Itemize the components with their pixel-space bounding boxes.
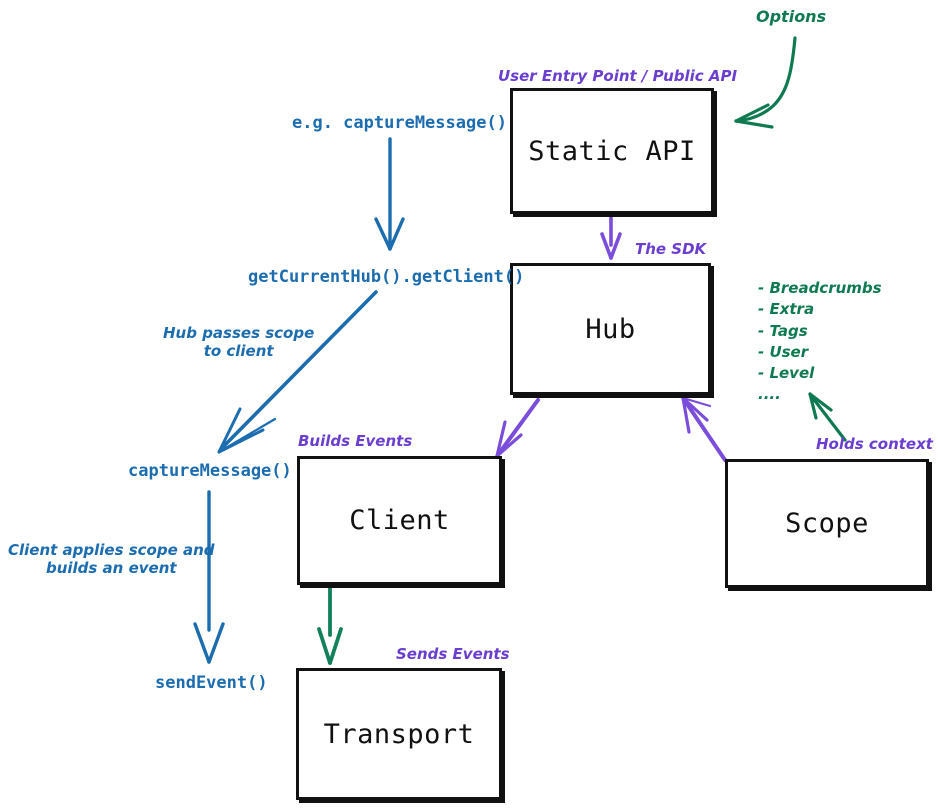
label-sends-events: Sends Events bbox=[396, 645, 510, 663]
node-transport[interactable]: Transport bbox=[296, 668, 502, 800]
label-hub-passes-scope-line2: to client bbox=[203, 341, 274, 360]
context-item-tags: - Tags bbox=[758, 321, 808, 340]
scope-context-list: - Breadcrumbs - Extra - Tags - User - Le… bbox=[758, 278, 882, 406]
node-scope[interactable]: Scope bbox=[725, 459, 929, 588]
label-get-current-hub: getCurrentHub().getClient() bbox=[248, 267, 525, 287]
context-item-extra: - Extra bbox=[758, 300, 815, 319]
label-the-sdk: The SDK bbox=[635, 240, 707, 258]
label-options: Options bbox=[756, 7, 827, 26]
label-hub-passes-scope: Hub passes scope to client bbox=[163, 324, 315, 360]
label-static-api-caption: User Entry Point / Public API bbox=[498, 67, 738, 85]
node-hub-label: Hub bbox=[585, 313, 636, 345]
node-hub[interactable]: Hub bbox=[510, 263, 711, 395]
context-item-ellipsis: .... bbox=[758, 385, 781, 404]
label-client-applies-scope-line2: builds an event bbox=[45, 558, 177, 577]
node-static-api[interactable]: Static API bbox=[510, 88, 714, 214]
label-client-applies-scope: Client applies scope and builds an event bbox=[8, 541, 215, 577]
node-static-api-label: Static API bbox=[528, 135, 696, 167]
arrow-client-to-transport bbox=[317, 586, 343, 665]
arrow-options-to-static-api bbox=[734, 36, 797, 129]
label-holds-context: Holds context bbox=[816, 435, 933, 453]
context-item-breadcrumbs: - Breadcrumbs bbox=[758, 279, 882, 297]
arrow-hub-to-client bbox=[495, 398, 540, 458]
arrow-hub-passes-scope-to-client bbox=[217, 290, 378, 454]
context-item-user: - User bbox=[758, 342, 809, 361]
label-client-applies-scope-line1: Client applies scope and bbox=[8, 541, 215, 559]
node-client-label: Client bbox=[349, 505, 450, 536]
node-scope-label: Scope bbox=[785, 508, 869, 539]
label-capture-message-call: captureMessage() bbox=[128, 461, 292, 481]
label-capture-message-example: e.g. captureMessage() bbox=[292, 113, 507, 133]
label-builds-events: Builds Events bbox=[298, 432, 413, 450]
arrow-capture-message-down bbox=[374, 137, 405, 251]
context-item-level: - Level bbox=[758, 364, 815, 383]
arrow-static-api-to-hub bbox=[600, 216, 622, 260]
label-hub-passes-scope-line1: Hub passes scope bbox=[163, 324, 315, 342]
label-send-event-call: sendEvent() bbox=[155, 673, 268, 693]
node-client[interactable]: Client bbox=[297, 456, 502, 585]
arrow-scope-to-hub bbox=[681, 396, 727, 462]
node-transport-label: Transport bbox=[323, 718, 475, 750]
